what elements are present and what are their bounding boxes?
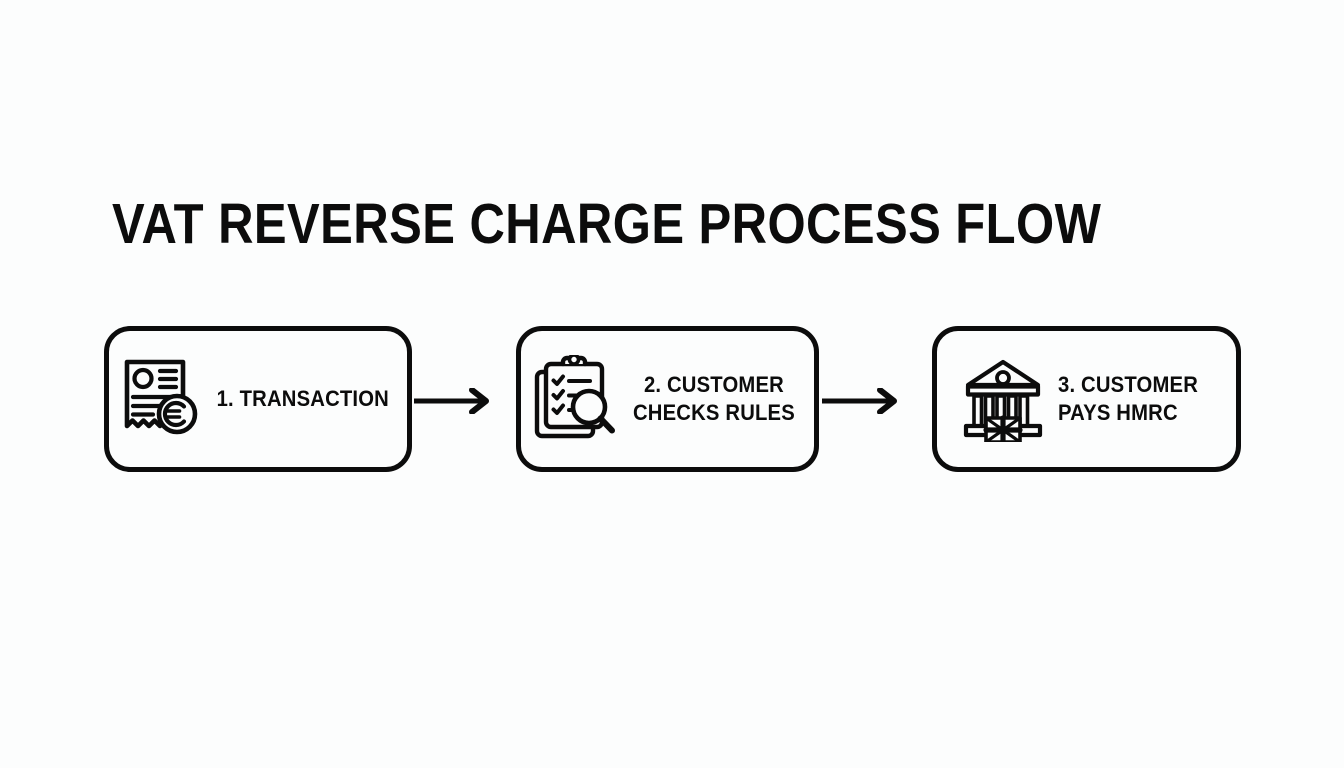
process-step-2[interactable]: 2. CUSTOMER CHECKS RULES [516, 326, 819, 472]
process-step-3[interactable]: 3. CUSTOMER PAYS HMRC [932, 326, 1241, 472]
process-step-1-label: 1. TRANSACTION [217, 385, 389, 413]
process-flow-diagram: 1. TRANSACTION [0, 326, 1344, 472]
step-label-line: 3. CUSTOMER [1057, 372, 1198, 397]
step-label-line: PAYS HMRC [1057, 400, 1178, 425]
arrow-right-icon-2 [822, 388, 904, 414]
process-step-3-label: 3. CUSTOMER PAYS HMRC [1058, 371, 1198, 427]
arrow-right-icon-1 [414, 388, 496, 414]
step-label-line: 1. TRANSACTION [216, 386, 390, 411]
process-step-2-label: 2. CUSTOMER CHECKS RULES [633, 371, 795, 427]
bank-union-jack-icon [960, 349, 1046, 449]
page-title: VAT REVERSE CHARGE PROCESS FLOW [112, 192, 1102, 256]
clipboard-checklist-magnifier-icon [532, 349, 618, 449]
step-label-line: CHECKS RULES [632, 400, 795, 425]
process-step-1[interactable]: 1. TRANSACTION [104, 326, 412, 472]
step-label-line: 2. CUSTOMER [643, 372, 784, 397]
invoice-euro-icon [117, 349, 203, 449]
